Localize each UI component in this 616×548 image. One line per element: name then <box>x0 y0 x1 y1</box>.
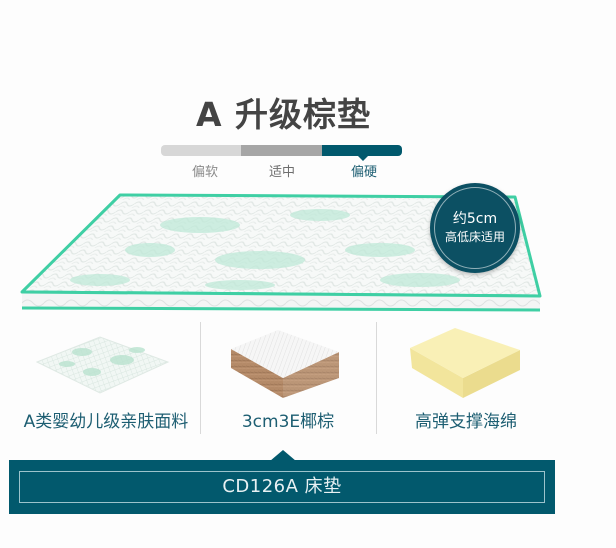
feature-label-foam: 高弹支撑海绵 <box>415 412 517 432</box>
badge-usage-text: 高低床适用 <box>444 230 505 244</box>
product-model-label: CD126A 床垫 <box>222 476 342 497</box>
firmness-label-medium: 适中 <box>268 165 295 180</box>
fabric-swatch-icon <box>35 336 170 394</box>
thickness-badge: 约5cm 高低床适用 <box>430 183 520 273</box>
banner-pointer-icon <box>270 450 296 461</box>
feature-label-coir: 3cm3E椰棕 <box>241 412 335 432</box>
firmness-segment-firm <box>321 145 402 156</box>
badge-ring <box>434 187 516 269</box>
firmness-label-soft: 偏软 <box>191 165 218 180</box>
page-title: A 升级棕垫 <box>195 95 372 134</box>
badge-thickness-text: 约5cm <box>452 211 498 227</box>
feature-divider <box>376 322 377 434</box>
feature-divider <box>200 322 201 434</box>
feature-label-fabric: A类婴幼儿级亲肤面料 <box>23 412 189 432</box>
firmness-segment-medium <box>241 145 322 156</box>
product-name-banner: CD126A 床垫 <box>9 460 555 514</box>
firmness-label-firm: 偏硬 <box>350 165 377 180</box>
firmness-indicator-pointer-icon <box>358 156 368 161</box>
coir-block-icon <box>231 330 339 398</box>
firmness-scale-bar <box>161 145 402 156</box>
firmness-segment-soft <box>161 145 242 156</box>
banner-inner-frame: CD126A 床垫 <box>19 471 545 503</box>
mattress-image <box>20 193 542 312</box>
foam-block-icon <box>410 328 520 398</box>
